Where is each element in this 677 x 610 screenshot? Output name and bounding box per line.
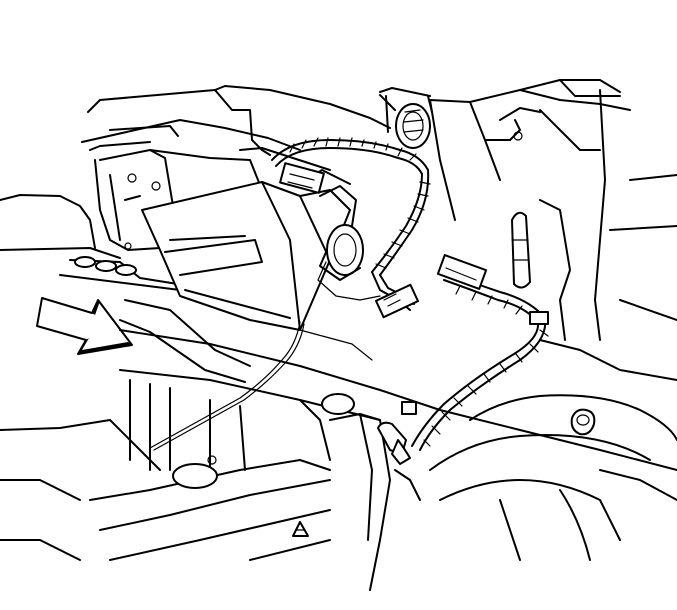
- harness-connector: [279, 162, 420, 319]
- lower-frame: [0, 329, 677, 561]
- view-direction-arrow: [36, 297, 133, 355]
- right-fender-structure: [429, 79, 677, 381]
- blower-assembly: [309, 169, 364, 281]
- lower-bracket: [292, 401, 421, 591]
- ground-wire: [149, 261, 381, 451]
- strut-tower-mount: [379, 94, 431, 149]
- coolant-hose: [511, 211, 531, 289]
- right-wheelhouse: [429, 394, 677, 561]
- battery-tray: [141, 181, 351, 331]
- harness-branch: [411, 254, 549, 451]
- dash-panel: [81, 85, 433, 171]
